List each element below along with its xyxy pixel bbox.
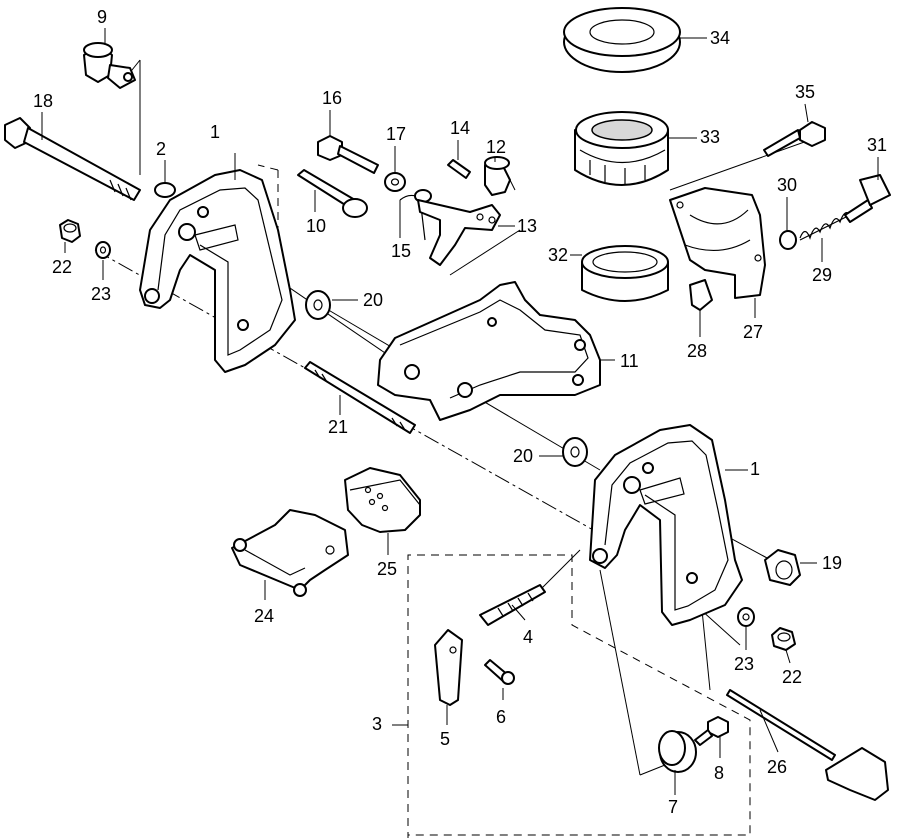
callout-26: 26 — [767, 757, 787, 777]
callout-7: 7 — [668, 797, 678, 817]
callout-1-left: 1 — [210, 122, 220, 142]
callout-21: 21 — [328, 417, 348, 437]
lever-13 — [417, 199, 501, 266]
callout-2: 2 — [156, 139, 166, 159]
screw-8 — [694, 716, 729, 746]
callout-19: 19 — [822, 553, 842, 573]
sleeve-12 — [484, 156, 511, 196]
callout-34: 34 — [710, 28, 730, 48]
callout-12: 12 — [486, 137, 506, 157]
callout-31: 31 — [867, 135, 887, 155]
callout-22-right: 22 — [782, 667, 802, 687]
callout-3: 3 — [372, 714, 382, 734]
washer-23-left — [95, 241, 111, 259]
tilt-bracket-24 — [231, 509, 349, 597]
callout-18: 18 — [33, 91, 53, 111]
callout-25: 25 — [377, 559, 397, 579]
wing-bolt-31 — [844, 174, 891, 223]
callout-16: 16 — [322, 88, 342, 108]
callout-labels: 1 2 3 4 5 6 7 8 9 10 11 12 13 14 15 16 1… — [33, 7, 887, 817]
callout-33: 33 — [700, 127, 720, 147]
callout-9: 9 — [97, 7, 107, 27]
callout-11: 11 — [620, 351, 639, 371]
nut-19 — [764, 549, 801, 586]
callout-30: 30 — [777, 175, 797, 195]
tab-5 — [434, 629, 463, 706]
pad-28 — [689, 279, 713, 311]
callout-23-right: 23 — [734, 654, 754, 674]
washer-20-upper — [305, 290, 331, 320]
callout-23-left: 23 — [91, 284, 111, 304]
knob-cap-9 — [83, 42, 136, 89]
callout-4: 4 — [523, 627, 533, 647]
callout-14: 14 — [450, 118, 470, 138]
washer-23-right — [737, 607, 755, 627]
long-bolt-18 — [4, 117, 141, 201]
nut-22-left — [59, 219, 81, 243]
callout-28: 28 — [687, 341, 707, 361]
callout-10: 10 — [306, 216, 326, 236]
knob-7 — [658, 730, 697, 773]
callout-29: 29 — [812, 265, 832, 285]
clamp-27 — [669, 187, 766, 299]
right-clamp-bracket — [589, 424, 743, 626]
bolt-35 — [763, 121, 826, 157]
callout-27: 27 — [743, 322, 763, 342]
callout-15: 15 — [391, 241, 411, 261]
callout-22-left: 22 — [52, 257, 72, 277]
callout-35: 35 — [795, 82, 815, 102]
stud-21 — [304, 361, 416, 434]
bolt-16 — [317, 135, 379, 174]
cable-26 — [726, 689, 889, 801]
nut-22-right — [771, 627, 796, 651]
callout-13: 13 — [517, 216, 537, 236]
o-ring-2 — [154, 182, 176, 198]
callout-1-right: 1 — [750, 459, 760, 479]
callout-leader-ticks — [41, 28, 879, 795]
callout-32: 32 — [548, 245, 568, 265]
callout-8: 8 — [714, 763, 724, 783]
pin-6 — [484, 659, 515, 685]
callout-5: 5 — [440, 729, 450, 749]
ring-34 — [563, 7, 681, 73]
callout-17: 17 — [386, 124, 406, 144]
washer-20-lower — [562, 437, 588, 467]
washer-30 — [779, 230, 797, 250]
pin-14 — [447, 159, 471, 179]
bushing-33 — [574, 111, 669, 186]
callout-20-upper: 20 — [363, 290, 383, 310]
swivel-bracket — [377, 281, 601, 421]
callout-20-lower: 20 — [513, 446, 533, 466]
left-clamp-bracket — [139, 169, 296, 373]
spring-29 — [799, 212, 851, 241]
block-25 — [344, 467, 421, 533]
bushing-32 — [581, 245, 669, 302]
washer-17 — [384, 172, 406, 192]
callout-24: 24 — [254, 606, 274, 626]
pin-10 — [297, 169, 368, 218]
callout-6: 6 — [496, 707, 506, 727]
